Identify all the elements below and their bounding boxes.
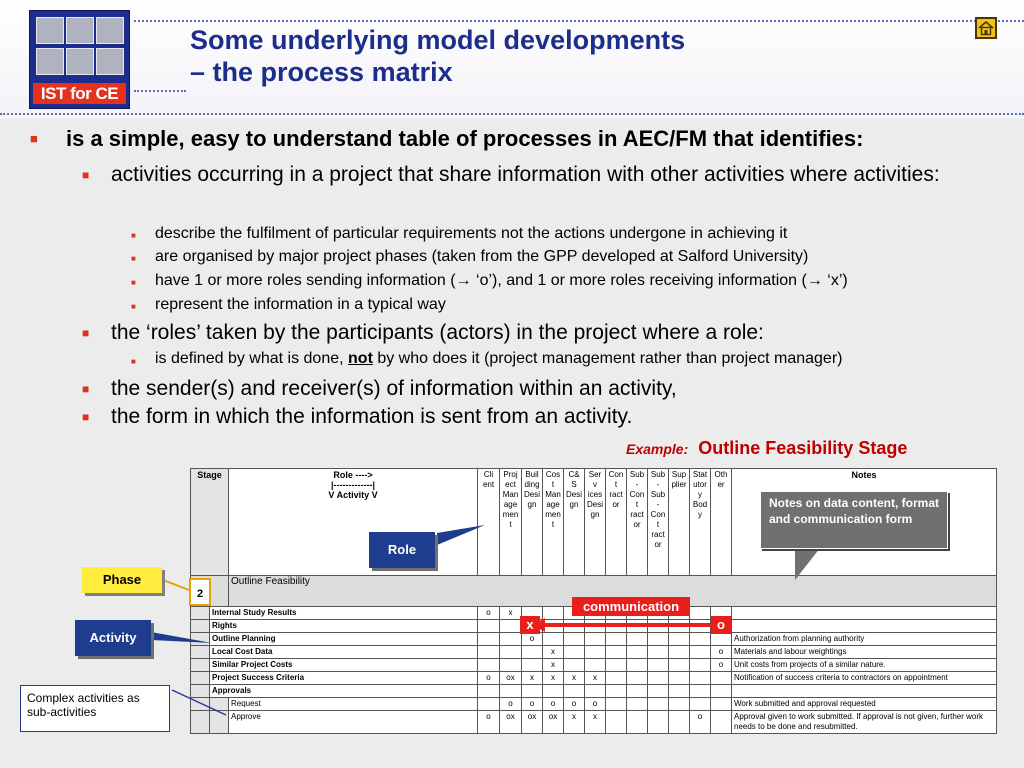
bullet-organised: are organised by major project phases (t… [155, 248, 809, 265]
bullet-square-icon: ■ [131, 357, 136, 366]
activity-label: Outline Planning [209, 632, 478, 646]
bullet-describe: describe the fulfilment of particular re… [155, 225, 788, 242]
ist-for-ce-logo: IST for CE [29, 10, 130, 109]
header-dotted-line-top [134, 20, 1024, 22]
arrow-icon: → [455, 272, 472, 289]
activity-label: Approvals [209, 684, 478, 698]
notes-callout: Notes on data content, format and commun… [760, 491, 948, 549]
bullet-level1: is a simple, easy to understand table of… [66, 126, 864, 151]
bullet-roles-sending: have 1 or more roles sending information… [155, 272, 848, 289]
phase-number-badge: 2 [189, 578, 211, 606]
header-dotted-line-bottom [0, 113, 1024, 115]
phase-callout: Phase [82, 567, 162, 593]
bullet-role-defined: is defined by what is done, not by who d… [155, 350, 843, 367]
bullet-activities: activities occurring in a project that s… [111, 163, 940, 186]
slide-title-line-2: – the process matrix [190, 57, 453, 87]
activity-label: Local Cost Data [209, 645, 478, 659]
header-dotted-line-left [134, 90, 186, 92]
bullet-square-icon: ■ [131, 278, 136, 287]
home-button[interactable] [975, 17, 997, 39]
sub-activity-label: Approve [228, 710, 478, 734]
bullet-square-icon: ■ [82, 168, 90, 182]
bullet-roles: the ‘roles’ taken by the participants (a… [111, 321, 764, 344]
role-header-cell: C&S Desi gn [563, 468, 585, 576]
bullet-square-icon: ■ [82, 382, 90, 396]
bullet-represent: represent the information in a typical w… [155, 296, 446, 313]
bullet-sender-receiver: the sender(s) and receiver(s) of informa… [111, 377, 677, 400]
bullet-square-icon: ■ [82, 326, 90, 340]
home-icon [978, 20, 994, 36]
role-callout: Role [369, 532, 435, 568]
bullet-form: the form in which the information is sen… [111, 405, 633, 428]
stage-header: Stage [190, 468, 229, 576]
bullet-square-icon: ■ [30, 131, 38, 146]
table-row: Approvals [190, 684, 997, 698]
logo-text: IST for CE [33, 83, 126, 104]
role-header-cell: Sub- Cont ract or [626, 468, 648, 576]
sender-o-marker: o [711, 616, 731, 634]
complex-activities-note: Complex activities as sub-activities [20, 685, 170, 732]
activity-callout: Activity [75, 620, 151, 656]
bullet-square-icon: ■ [131, 231, 136, 240]
role-header-cell: Serv ices Desi gn [584, 468, 606, 576]
arrow-icon: → [806, 272, 823, 289]
bullet-square-icon: ■ [131, 302, 136, 311]
receiver-x-marker: x [520, 616, 540, 634]
example-heading: Example: Outline Feasibility Stage [626, 438, 908, 458]
activity-label: Rights [209, 619, 478, 633]
role-header: Role ---->|-------------|V Activity V [228, 468, 478, 576]
slide-header-band [0, 0, 1024, 117]
notes-cell: Approval given to work submitted. If app… [731, 710, 997, 734]
bullet-square-icon: ■ [131, 254, 136, 263]
slide-title-line-1: Some underlying model developments [190, 25, 686, 55]
activity-label: Similar Project Costs [209, 658, 478, 672]
bullet-square-icon: ■ [82, 410, 90, 424]
slide-title: Some underlying model developments – the… [190, 24, 685, 88]
matrix-cell: ox [542, 710, 564, 734]
communication-label: communication [572, 597, 690, 616]
sub-activity-label: Request [228, 697, 478, 711]
